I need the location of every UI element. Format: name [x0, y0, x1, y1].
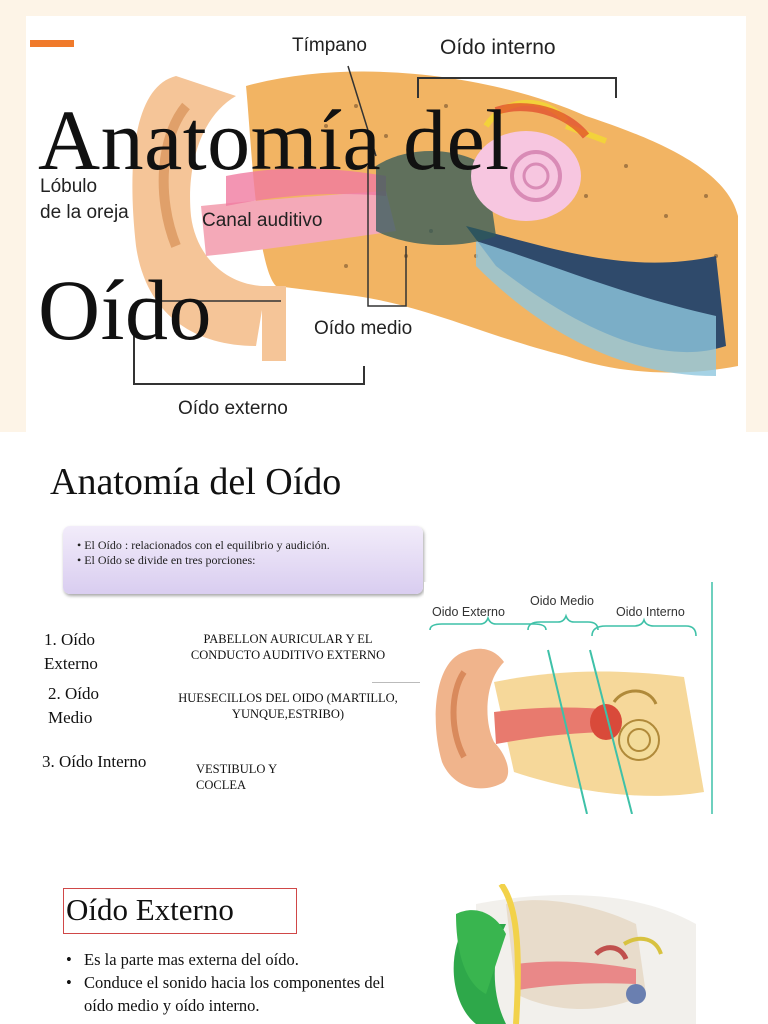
label-oido-externo: Oído externo — [178, 398, 288, 419]
bullet-list: Es la parte mas externa del oído. Conduc… — [58, 948, 418, 1017]
desc-line: VESTIBULO Y — [196, 762, 278, 776]
bullet-item: • El Oído se divide en tres porciones: — [77, 553, 256, 567]
divider-line — [372, 682, 420, 683]
bullet-item: • El Oído : relacionados con el equilibr… — [77, 538, 330, 552]
bullet-item: Es la parte mas externa del oído. — [58, 948, 418, 971]
portion-externo: 1. Oído Externo — [44, 628, 98, 676]
portion-title: 1. Oído — [44, 630, 95, 649]
desc-line: PABELLON AURICULAR Y EL — [203, 632, 373, 646]
desc-line: COCLEA — [196, 778, 246, 792]
slide-heading: Anatomía del Oído — [50, 461, 342, 503]
portion-subtitle: Medio — [48, 708, 93, 727]
label-oido-medio: Oído medio — [314, 318, 413, 339]
ear-closeup-illustration — [453, 884, 696, 1024]
info-bullets: • El Oído : relacionados con el equilibr… — [63, 526, 423, 568]
portion-interno-desc: VESTIBULO Y COCLEA — [196, 761, 277, 793]
ear-sections-diagram: Oido Externo Oido Medio Oido Interno — [424, 582, 714, 814]
slide-title-line1: Anatomía del — [38, 92, 510, 188]
label-timpano: Tímpano — [292, 35, 367, 56]
label-oido-interno: Oído interno — [440, 36, 556, 59]
slide-heading: Oído Externo — [66, 892, 234, 927]
portion-subtitle: Externo — [44, 654, 98, 673]
desc-line: CONDUCTO AUDITIVO EXTERNO — [190, 648, 386, 662]
portion-medio: 2. Oído Medio — [48, 682, 99, 730]
label-lobulo-line2: de la oreja — [40, 202, 129, 223]
slide-anatomy-overview: Anatomía del Oído • El Oído : relacionad… — [0, 432, 768, 844]
portion-medio-desc: HUESECILLOS DEL OIDO (MARTILLO, YUNQUE,E… — [160, 690, 416, 722]
label-oido-externo: Oido Externo — [432, 605, 505, 619]
accent-bar — [30, 40, 74, 47]
slide-title-line2: Oído — [38, 262, 212, 358]
desc-line: YUNQUE,ESTRIBO) — [231, 707, 345, 721]
bullet-text: El Oído : relacionados con el equilibrio… — [84, 538, 330, 552]
portion-interno: 3. Oído Interno — [42, 750, 146, 774]
ear-cross-section-illustration — [132, 65, 738, 385]
title-box: Oído Externo — [63, 888, 297, 934]
desc-line: HUESECILLOS DEL OIDO (MARTILLO, — [178, 691, 398, 705]
portion-title: 2. Oído — [48, 684, 99, 703]
label-oido-interno: Oido Interno — [616, 605, 685, 619]
bullet-item: Conduce el sonido hacia los componentes … — [58, 971, 418, 1017]
portion-title: 3. Oído Interno — [42, 752, 147, 771]
label-lobulo-line1: Lóbulo — [40, 176, 98, 197]
label-canal-auditivo: Canal auditivo — [202, 210, 323, 231]
slide-oido-externo: Oído Externo Es la parte mas externa del… — [0, 844, 768, 1024]
portion-externo-desc: PABELLON AURICULAR Y EL CONDUCTO AUDITIV… — [180, 631, 396, 663]
ear-anatomy-image — [26, 16, 746, 432]
info-callout: • El Oído : relacionados con el equilibr… — [63, 526, 423, 594]
label-oido-medio: Oido Medio — [530, 594, 594, 608]
slide-title: Tímpano Oído interno Lóbulo de la oreja … — [0, 0, 768, 432]
bullet-text: El Oído se divide en tres porciones: — [84, 553, 256, 567]
